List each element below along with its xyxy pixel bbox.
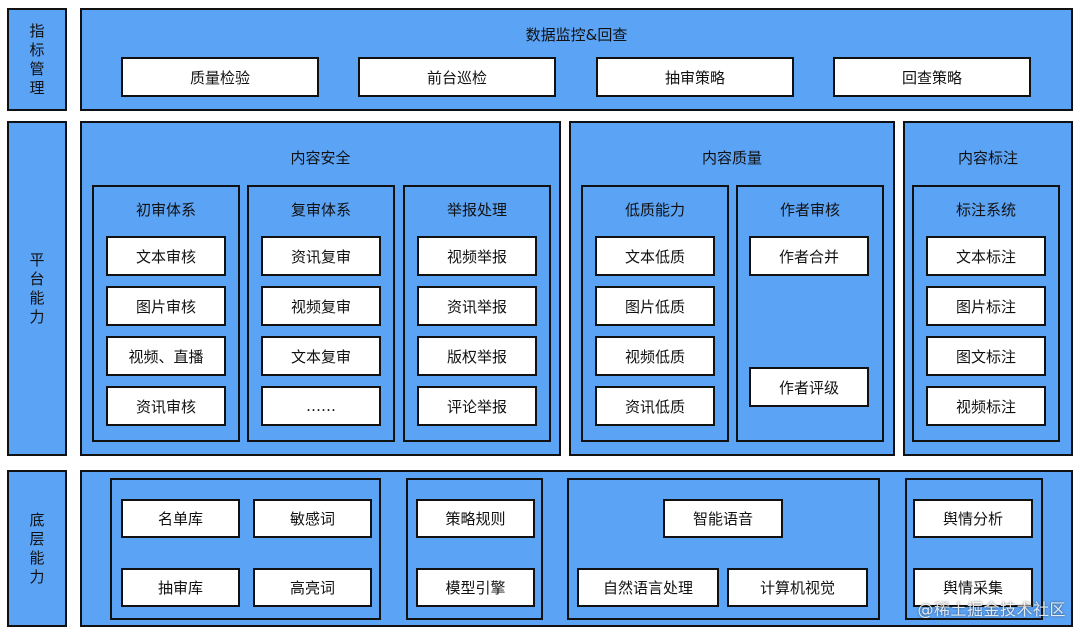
layer-label-metrics-text: 指标管理 — [29, 21, 45, 97]
image-label-item: 图片标注 — [926, 286, 1046, 326]
metrics-item-recheck-strategy: 回查策略 — [833, 57, 1031, 97]
image-review-item: 图片审核 — [106, 286, 226, 326]
sensitive-words-item: 敏感词 — [253, 499, 372, 538]
nlp-item: 自然语言处理 — [577, 568, 719, 607]
layer-label-platform-text: 平台能力 — [29, 250, 45, 326]
labeling-system-title: 标注系统 — [955, 201, 1016, 219]
video-recheck-item: 视频复审 — [261, 286, 381, 326]
initial-review-title: 初审体系 — [135, 201, 196, 219]
low-quality-title: 低质能力 — [624, 201, 685, 219]
content-safety-title: 内容安全 — [290, 149, 351, 167]
news-review-item: 资讯审核 — [106, 386, 226, 426]
layer-label-metrics: 指标管理 — [7, 8, 67, 111]
image-text-label-item: 图文标注 — [926, 336, 1046, 376]
text-label-item: 文本标注 — [926, 236, 1046, 276]
copyright-report-item: 版权举报 — [417, 336, 537, 376]
content-labeling-title: 内容标注 — [957, 149, 1018, 167]
ellipsis-item: …… — [261, 386, 381, 426]
model-engine-item: 模型引擎 — [416, 568, 535, 607]
sentiment-collection-item: 舆情采集 — [913, 568, 1033, 607]
metrics-item-quality-check: 质量检验 — [121, 57, 319, 97]
report-handling-title: 举报处理 — [446, 201, 507, 219]
secondary-review-title: 复审体系 — [290, 201, 351, 219]
intelligent-speech-item: 智能语音 — [663, 499, 783, 538]
video-report-item: 视频举报 — [417, 236, 537, 276]
author-rating-item: 作者评级 — [749, 367, 869, 407]
video-label-item: 视频标注 — [926, 386, 1046, 426]
sampling-library-item: 抽审库 — [121, 568, 240, 607]
news-recheck-item: 资讯复审 — [261, 236, 381, 276]
image-low-quality-item: 图片低质 — [595, 286, 715, 326]
news-report-item: 资讯举报 — [417, 286, 537, 326]
author-review-title: 作者审核 — [779, 201, 840, 219]
text-recheck-item: 文本复审 — [261, 336, 381, 376]
metrics-item-sampling-strategy: 抽审策略 — [596, 57, 794, 97]
text-low-quality-item: 文本低质 — [595, 236, 715, 276]
layer-label-platform: 平台能力 — [7, 121, 67, 456]
content-quality-title: 内容质量 — [701, 149, 762, 167]
text-review-item: 文本审核 — [106, 236, 226, 276]
name-list-library-item: 名单库 — [121, 499, 240, 538]
video-low-quality-item: 视频低质 — [595, 336, 715, 376]
layer-label-base: 底层能力 — [7, 470, 67, 627]
watermark: @稀土掘金技术社区 — [917, 600, 1066, 619]
computer-vision-item: 计算机视觉 — [727, 568, 868, 607]
strategy-rules-item: 策略规则 — [416, 499, 535, 538]
highlight-words-item: 高亮词 — [253, 568, 372, 607]
comment-report-item: 评论举报 — [417, 386, 537, 426]
metrics-item-front-inspection: 前台巡检 — [358, 57, 556, 97]
layer-label-base-text: 底层能力 — [29, 510, 45, 586]
news-low-quality-item: 资讯低质 — [595, 386, 715, 426]
sentiment-analysis-item: 舆情分析 — [913, 499, 1033, 538]
author-merge-item: 作者合并 — [749, 236, 869, 276]
metrics-title: 数据监控&回查 — [525, 26, 628, 44]
video-live-review-item: 视频、直播 — [106, 336, 226, 376]
